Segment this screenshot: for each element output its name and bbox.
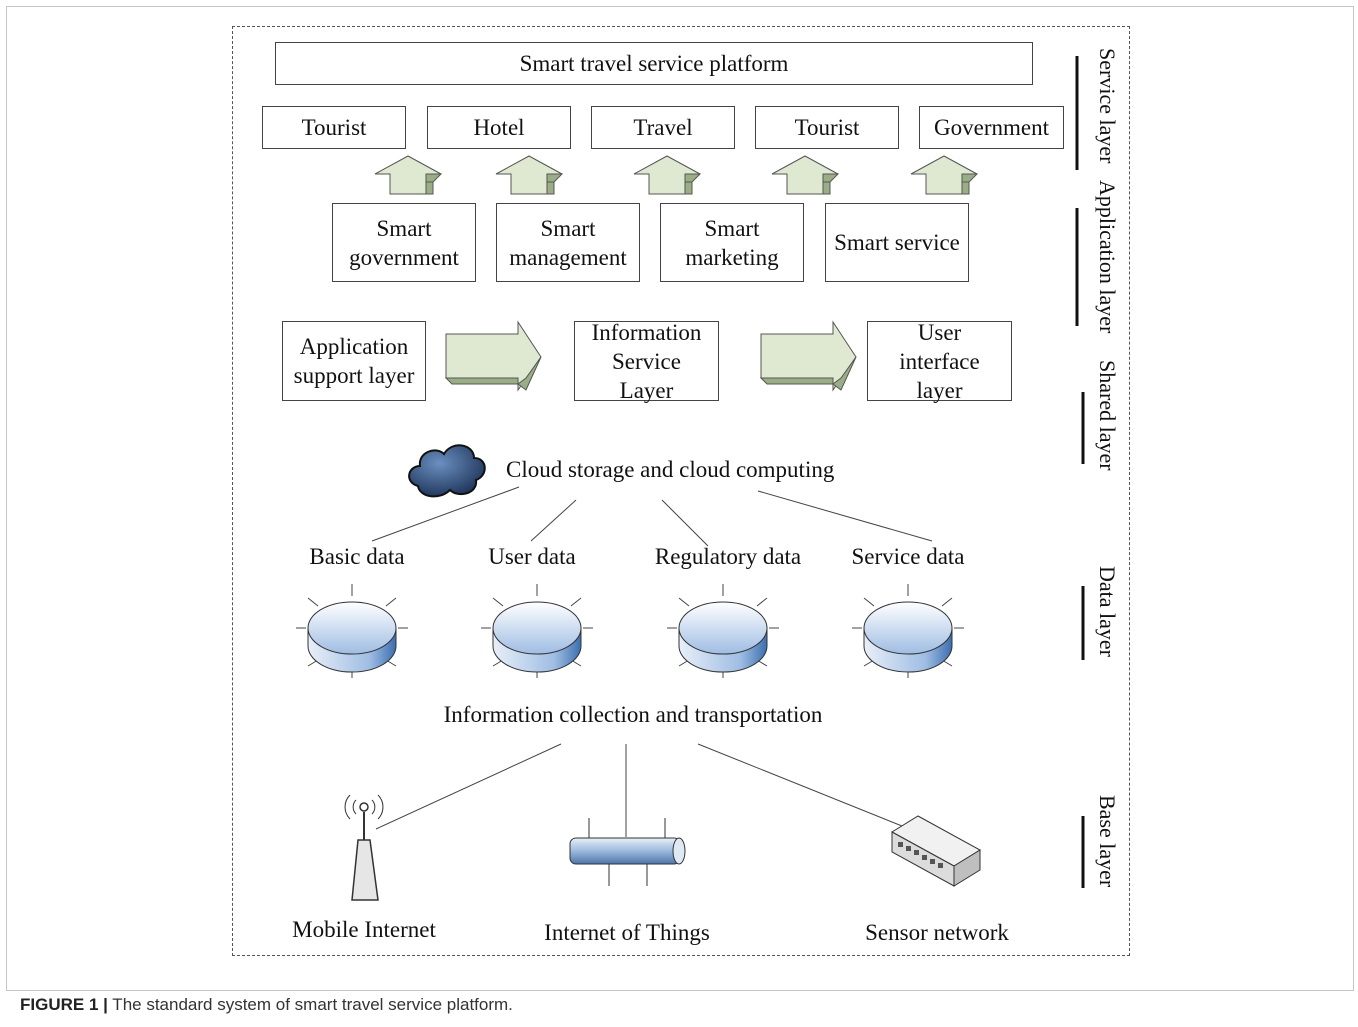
data-label-regulatory: Regulatory data [654,544,802,569]
app-smart-government: Smart government [332,203,476,282]
data-label-basic: Basic data [309,544,405,569]
up-arrow-icon [910,155,979,195]
up-arrow-icon [374,155,443,195]
app-support-layer-box: Application support layer [282,321,426,401]
app-support-label: Application support layer [293,334,415,388]
layer-separators [1075,56,1085,888]
layer-label-data: Data layer [1095,566,1120,657]
stakeholder-tourist-2: Tourist [755,106,899,149]
user-interface-label: User interface layer [899,319,980,403]
layer-label-shared: Shared layer [1095,360,1120,471]
user-interface-layer-box: User interface layer [867,320,1012,403]
stakeholder-label: Tourist [301,115,367,140]
right-arrow-icon [759,320,857,392]
app-label: Smart management [509,215,627,270]
info-collection-label: Information collection and transportatio… [443,702,823,727]
base-connectors [375,743,903,837]
cloud-connectors [371,486,933,547]
up-arrow-icon [771,155,840,195]
stakeholder-hotel: Hotel [427,106,571,149]
layer-label-application: Application layer [1095,180,1120,334]
cloud-label: Cloud storage and cloud computing [506,457,835,482]
caption-text: The standard system of smart travel serv… [107,995,513,1014]
stakeholder-label: Tourist [794,115,860,140]
database-icon [296,584,408,678]
pipe-icon [569,818,686,886]
database-icon [852,584,964,678]
stakeholder-tourist: Tourist [262,106,406,149]
layer-label-service: Service layer [1095,48,1120,164]
base-label-sensor: Sensor network [865,920,1009,945]
base-label-iot: Internet of Things [544,920,710,945]
stakeholder-label: Government [934,115,1049,140]
app-smart-service: Smart service [825,203,969,282]
database-icon [667,584,779,678]
app-smart-marketing: Smart marketing [660,203,804,282]
app-label: Smart service [834,230,960,255]
system-boundary [232,26,1130,956]
right-arrow-icon [444,320,542,392]
app-label: Smart marketing [685,215,779,270]
up-arrow-icon [495,155,564,195]
network-switch-icon [891,815,981,887]
base-label-mobile: Mobile Internet [292,917,436,942]
info-service-label: Information Service Layer [591,319,702,403]
caption-prefix: FIGURE 1 | [20,995,108,1014]
app-smart-management: Smart management [496,203,640,282]
figure-caption: FIGURE 1 | The standard system of smart … [20,995,513,1015]
stakeholder-label: Travel [633,115,693,140]
platform-title: Smart travel service platform [519,51,789,76]
figure-frame [6,6,1354,991]
antenna-icon [344,794,384,901]
database-icon [481,584,593,678]
stakeholder-travel: Travel [591,106,735,149]
data-label-user: User data [488,544,576,569]
stakeholder-label: Hotel [473,115,525,140]
app-label: Smart government [349,215,459,270]
up-arrow-icon [633,155,702,195]
cloud-icon [408,444,486,498]
stakeholder-government: Government [919,106,1064,149]
data-label-service: Service data [851,544,965,569]
info-service-layer-box: Information Service Layer [574,320,719,403]
platform-box: Smart travel service platform [275,42,1033,85]
layer-label-base: Base layer [1095,795,1120,888]
